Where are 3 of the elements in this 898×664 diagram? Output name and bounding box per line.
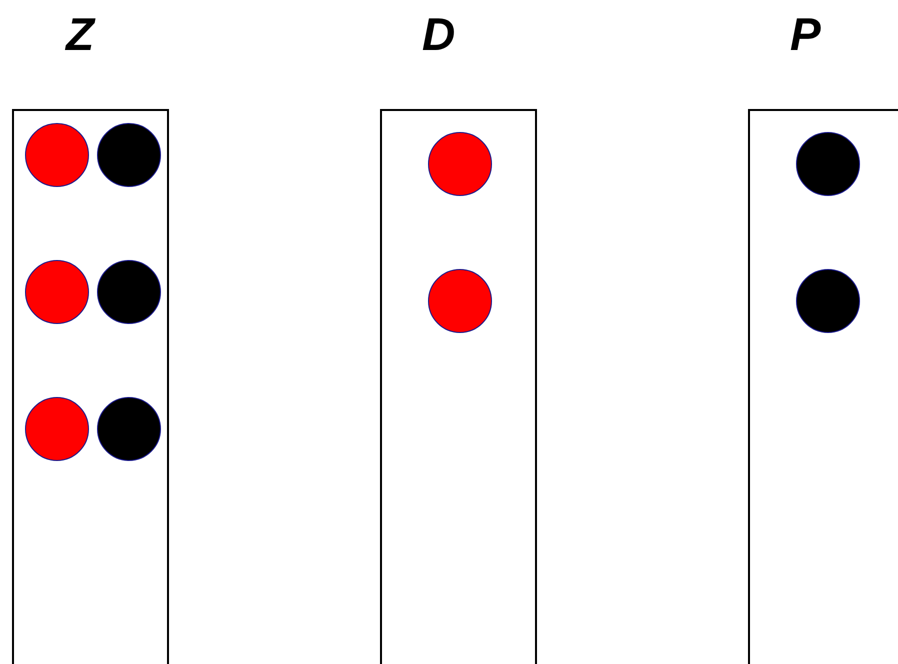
column-heading: P — [790, 7, 821, 62]
column-heading: D — [422, 7, 456, 62]
column-heading: Z — [66, 7, 94, 62]
